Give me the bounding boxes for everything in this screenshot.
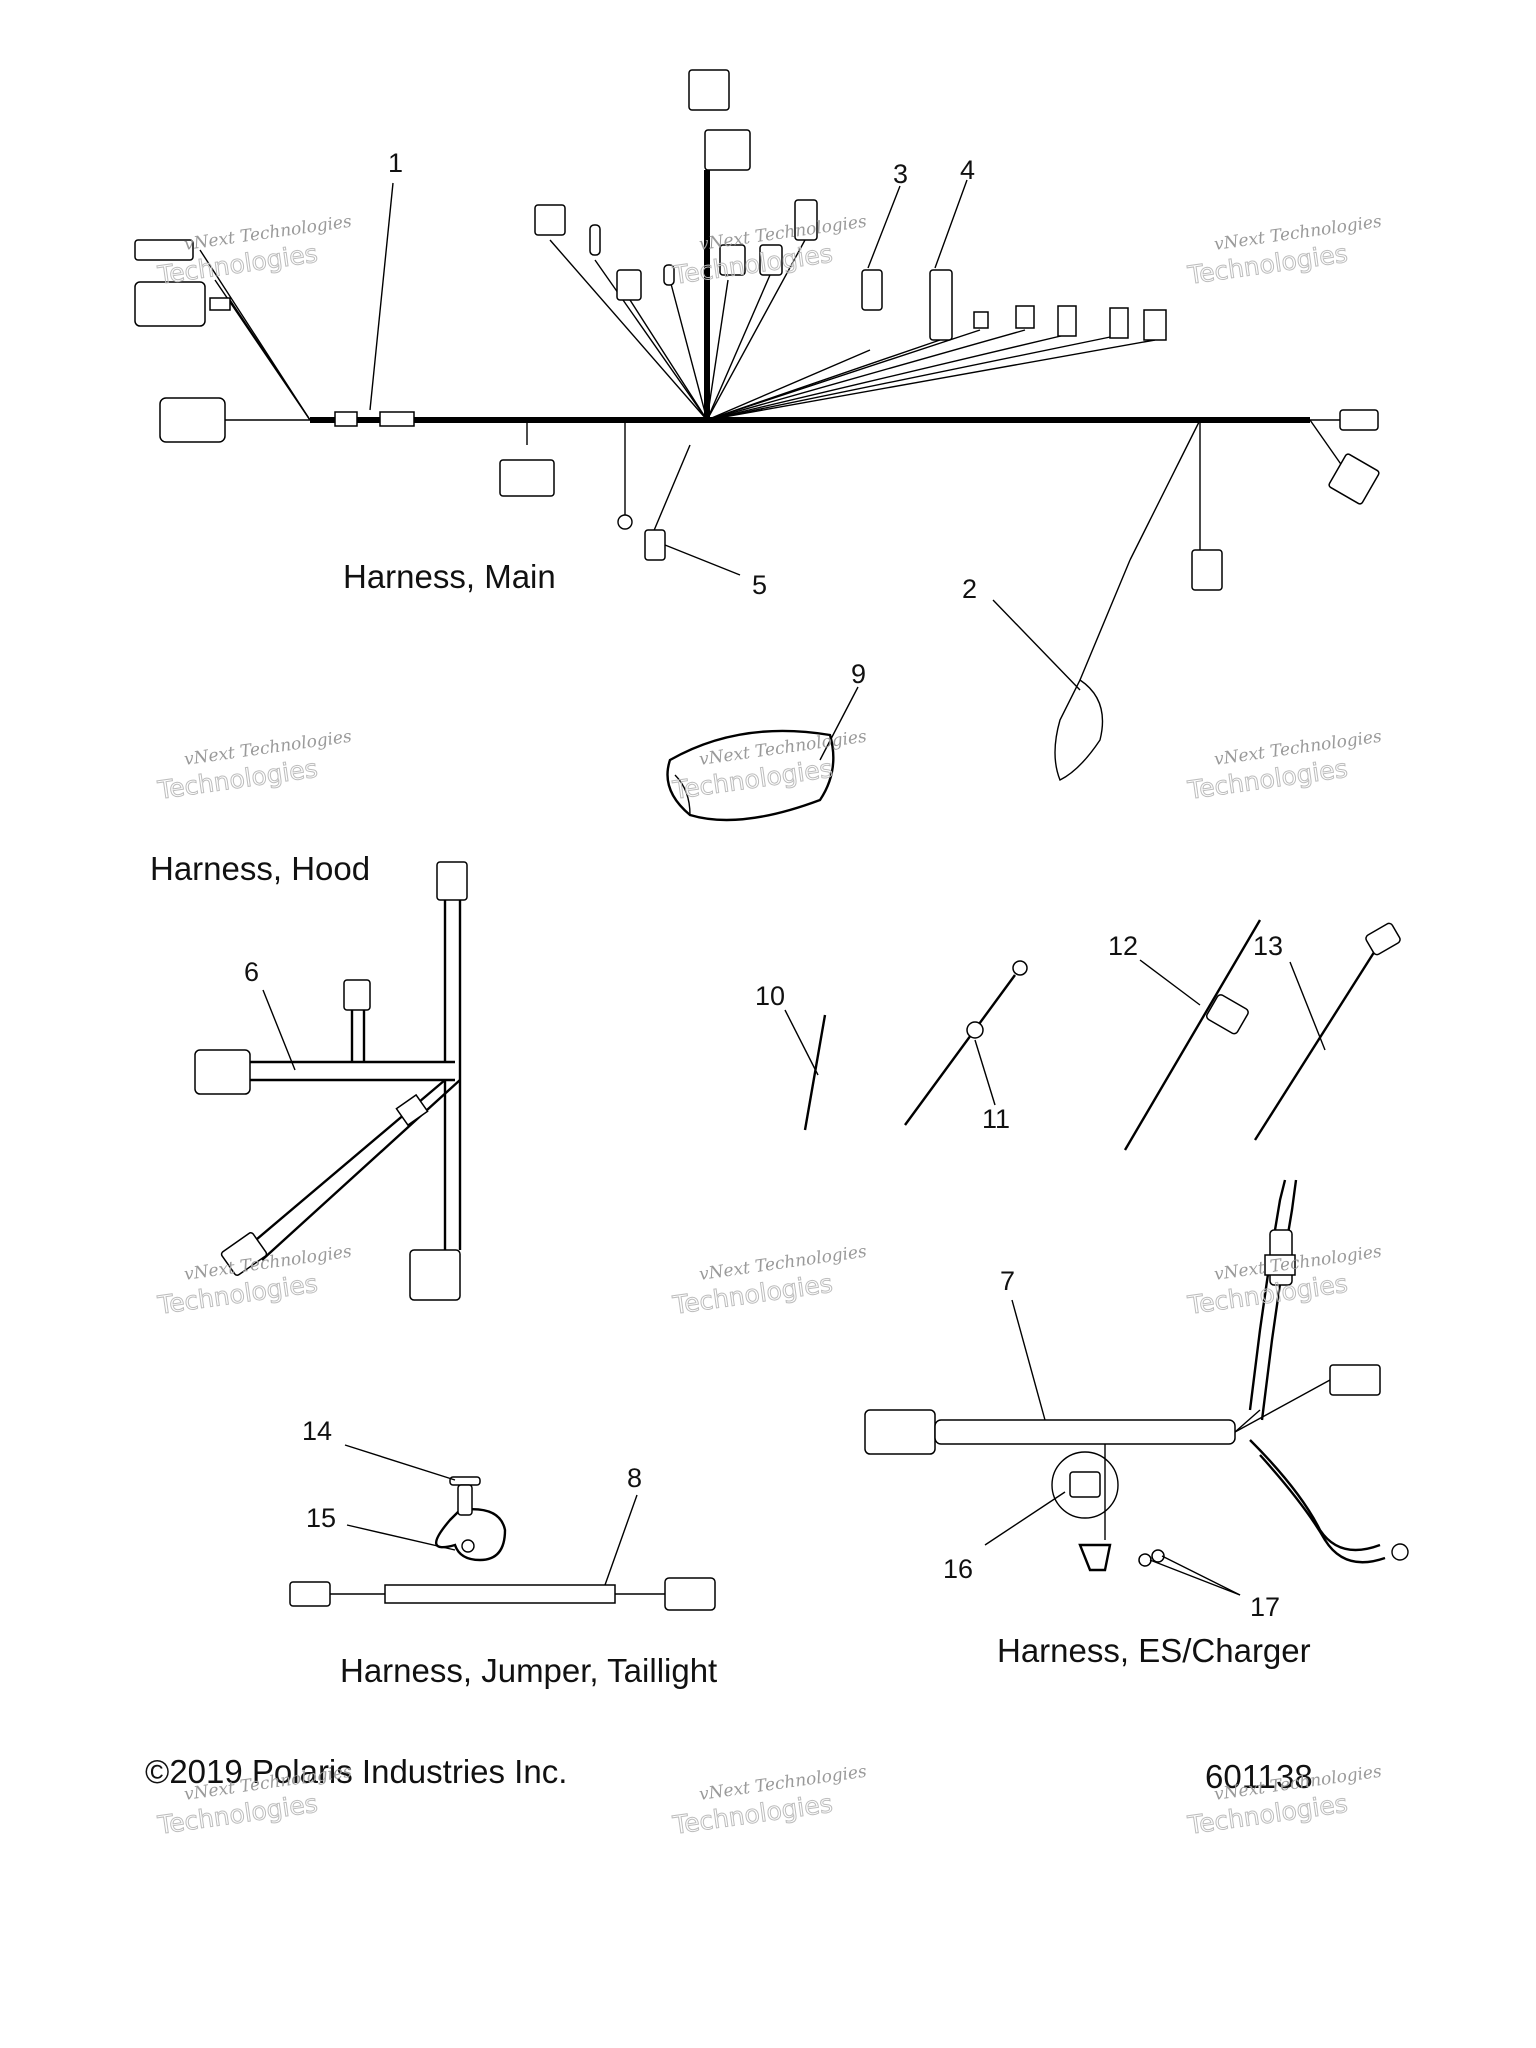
callout-15: 15 (306, 1503, 336, 1533)
screw-14 (449, 1476, 481, 1486)
callout-leaders (262, 179, 1326, 1596)
jumper-harness-title: Harness, Jumper, Taillight (340, 1652, 717, 1689)
hood-left-connector (194, 1049, 251, 1095)
tie-11 (904, 974, 1016, 1126)
es-charger-harness-title: Harness, ES/Charger (997, 1632, 1311, 1669)
grommet-17 (1078, 1543, 1112, 1572)
es-charger-harness (864, 1179, 1409, 1572)
callout-9: 9 (851, 659, 866, 689)
callout-10: 10 (755, 981, 785, 1011)
callout-13: 13 (1253, 931, 1283, 961)
callout-numbers: 1 2 3 4 5 6 7 8 9 10 11 12 13 14 15 16 1… (244, 148, 1283, 1622)
callout-16: 16 (943, 1554, 973, 1584)
callout-5: 5 (752, 570, 767, 600)
main-harness-title: Harness, Main (343, 558, 556, 595)
main-harness (134, 69, 1380, 781)
jumper-harness (289, 1476, 716, 1611)
callout-12: 12 (1108, 931, 1138, 961)
copyright-text: ©2019 Polaris Industries Inc. (145, 1753, 567, 1790)
callout-14: 14 (302, 1416, 332, 1446)
callout-3: 3 (893, 159, 908, 189)
hood-harness (194, 861, 468, 1301)
callout-2: 2 (962, 574, 977, 604)
main-upper-left-connector (134, 281, 206, 327)
main-lower-connector (499, 459, 555, 497)
callout-1: 1 (388, 148, 403, 178)
callout-8: 8 (627, 1463, 642, 1493)
figure-number: 601138 (1205, 1758, 1313, 1795)
hood-harness-title: Harness, Hood (150, 850, 370, 887)
tie-12 (1123, 919, 1262, 1151)
callout-7: 7 (1000, 1266, 1015, 1296)
main-left-connector (159, 397, 226, 443)
cable-ties (803, 919, 1401, 1151)
callout-11: 11 (982, 1104, 1010, 1134)
es-detail-circle (1051, 1451, 1119, 1519)
tie-10 (803, 1014, 827, 1131)
hood-cover (666, 729, 835, 822)
callout-4: 4 (960, 155, 975, 185)
callout-17: 17 (1250, 1592, 1280, 1622)
callout-6: 6 (244, 957, 259, 987)
clamp-15 (435, 1508, 507, 1562)
